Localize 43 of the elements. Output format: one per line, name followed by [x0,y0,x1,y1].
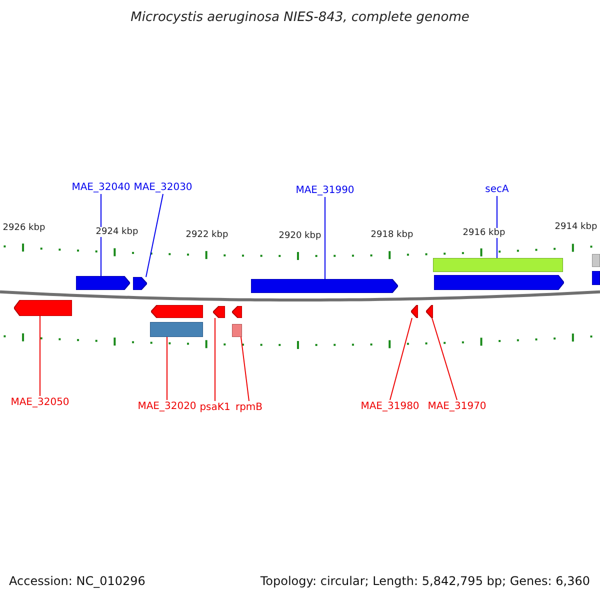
feature-bar [232,324,242,337]
gene-label: MAE_32030 [134,181,192,194]
diagram-title: Microcystis aeruginosa NIES-843, complete genome [130,10,470,25]
gene-feature [213,306,225,318]
feature-bar [150,322,203,337]
gene-label: MAE_31970 [428,400,486,413]
gene-label: MAE_31990 [296,184,354,197]
gene-label: MAE_32040 [72,181,130,194]
gene-feature [76,276,130,290]
gene-label: rpmB [235,401,263,414]
scale-label: 2918 kbp [370,230,414,240]
gene-label: MAE_32020 [138,400,196,413]
leader-line [390,318,412,400]
leader-line [100,194,102,276]
gene-label: MAE_32050 [10,396,70,409]
gene-feature [434,275,564,290]
gene-feature [133,277,147,290]
leader-line [146,194,164,278]
scale-label: 2924 kbp [96,227,138,237]
gene-feature [232,306,242,318]
leader-line [432,318,458,400]
leader-line [166,336,168,400]
scale-label: 2926 kbp [2,223,46,233]
leader-line [324,196,326,280]
scale-label: 2916 kbp [462,228,506,238]
scale-label: 2922 kbp [186,230,228,240]
gene-feature [426,305,433,318]
gene-feature [251,279,398,293]
gene-label: secA [485,183,509,196]
scale-label: 2920 kbp [278,231,322,241]
gene-label: MAE_31980 [360,400,420,413]
feature-bar [592,254,600,267]
feature-bar [592,271,600,285]
gene-feature [14,300,72,316]
leader-line [240,336,250,402]
gene-feature [411,305,418,318]
accession-text: Accession: NC_010296 [9,574,146,588]
scale-label: 2914 kbp [554,222,598,232]
feature-bar [433,258,563,272]
gene-label: psaK1 [200,401,230,414]
leader-line [214,318,216,402]
gene-feature [151,305,203,318]
genome-info-text: Topology: circular; Length: 5,842,795 bp; Genes: 6,360 [260,574,590,588]
